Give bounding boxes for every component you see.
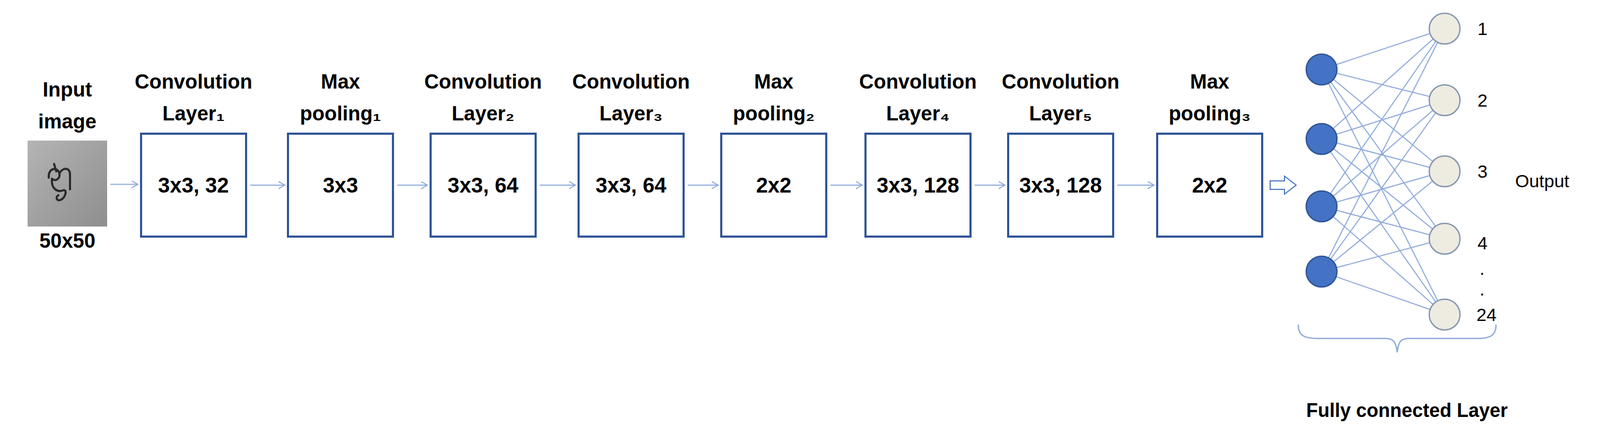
ellipsis-dot: .	[1479, 259, 1485, 278]
flow-arrow	[974, 184, 1005, 186]
layer-frame: 3x3, 128	[1007, 132, 1115, 238]
layer-parameters: 3x3, 128	[876, 172, 960, 198]
network-link	[1321, 69, 1445, 239]
layer-heading: Convolution Layer₂	[424, 65, 542, 130]
handwritten-glyph	[48, 169, 60, 181]
neural-network	[1297, 5, 1517, 430]
layer-box: Convolution Layer₂ 3x3, 64	[424, 65, 542, 238]
output-class-number: 24	[1476, 305, 1497, 324]
network-link	[1321, 100, 1445, 139]
network-link	[1321, 171, 1445, 207]
network-link	[1321, 28, 1445, 70]
network-link	[1321, 28, 1445, 272]
flow-arrow	[397, 184, 428, 186]
layer-heading: Max pooling₃	[1168, 65, 1252, 130]
input-neuron	[1306, 123, 1337, 155]
layer-parameters: 2x2	[756, 172, 792, 198]
layer-heading: Convolution Layer₅	[1001, 65, 1120, 130]
layer-frame: 3x3, 64	[429, 132, 537, 238]
layer-heading: Convolution Layer₁	[134, 65, 253, 130]
layer-parameters: 3x3	[322, 172, 359, 198]
layer-parameters: 3x3, 64	[447, 172, 519, 198]
network-link	[1321, 28, 1445, 207]
input-neuron	[1306, 190, 1337, 222]
handwritten-glyph	[51, 178, 66, 201]
label-holder: 4	[1477, 233, 1488, 252]
output-label: Output	[1515, 171, 1570, 190]
block-arrow	[1270, 176, 1297, 195]
fully-connected-layer: Fully connected Layer	[1297, 5, 1517, 430]
layer-heading: Input image	[38, 73, 97, 138]
layer-frame: 3x3, 32	[140, 132, 248, 238]
layer-caption: Fully connected Layer	[1297, 398, 1517, 423]
layer-heading: Max pooling₂	[732, 65, 815, 130]
layer-box: Convolution Layer₅ 3x3, 128	[1001, 65, 1120, 238]
output-neuron	[1429, 84, 1460, 116]
layer-parameters: 2x2	[1192, 172, 1228, 198]
layer-heading: Max pooling₁	[300, 65, 382, 130]
output-class-number: 1	[1477, 19, 1488, 38]
flow-arrow	[1117, 184, 1154, 186]
network-link	[1321, 271, 1445, 315]
label-holder: 1	[1477, 19, 1488, 38]
output-neuron	[1429, 155, 1460, 187]
layer-frame: 3x3	[286, 132, 395, 238]
layer-box: Max pooling₁ 3x3	[286, 65, 395, 238]
layer-frame: 2x2	[720, 132, 828, 238]
network-link	[1321, 138, 1445, 172]
flow-arrow	[250, 184, 285, 186]
image-size: 50x50	[39, 228, 96, 253]
image-ground	[27, 140, 108, 227]
network-link	[1321, 100, 1445, 207]
ellipsis-dot: .	[1479, 280, 1485, 299]
layer-box: Convolution Layer₄ 3x3, 128	[859, 65, 977, 238]
label-holder: 24	[1476, 305, 1497, 324]
layer-parameters: 3x3, 64	[595, 172, 667, 198]
label-holder: .	[1479, 259, 1485, 278]
layer-parameters: 3x3, 32	[158, 172, 229, 198]
output-class-number: 4	[1477, 233, 1488, 252]
flow-arrow	[830, 184, 863, 186]
label-holder: 3	[1477, 162, 1488, 181]
layer-box: Max pooling₂ 2x2	[720, 65, 828, 238]
handwritten-glyph	[54, 163, 57, 172]
layer-frame: 3x3, 64	[577, 132, 685, 238]
layer-frame: 3x3, 128	[864, 132, 972, 238]
output-neuron	[1429, 299, 1460, 330]
layer-frame: 2x2	[1156, 132, 1264, 238]
curly-bracket	[1298, 324, 1497, 353]
handwritten-glyph	[59, 168, 71, 190]
layer-heading: Convolution Layer₄	[859, 65, 977, 130]
layer-parameters: 3x3, 128	[1019, 172, 1103, 198]
network-link	[1321, 69, 1445, 315]
output-neuron	[1429, 13, 1460, 45]
input-image: Input image 50x50	[27, 73, 108, 253]
flow-arrow	[539, 184, 576, 186]
network-link	[1321, 100, 1445, 272]
network-link	[1321, 28, 1445, 139]
network-link	[1321, 69, 1445, 172]
input-neuron	[1306, 54, 1337, 85]
network-link	[1321, 138, 1445, 315]
image-frame	[27, 140, 108, 227]
label-holder: Output	[1515, 171, 1570, 190]
network-link	[1321, 238, 1445, 272]
flow-arrow	[687, 184, 719, 186]
network-link	[1321, 206, 1445, 315]
output-class-number: 2	[1477, 91, 1488, 110]
flow-arrow	[110, 184, 138, 186]
label-holder: .	[1479, 280, 1485, 299]
layer-box: Max pooling₃ 2x2	[1156, 65, 1264, 238]
output-neuron	[1429, 223, 1460, 255]
network-link	[1321, 171, 1445, 272]
layer-box: Convolution Layer₃ 3x3, 64	[572, 65, 690, 238]
character-image	[27, 140, 108, 227]
input-neuron	[1306, 256, 1337, 287]
layer-heading: Convolution Layer₃	[572, 65, 690, 130]
output-class-number: 3	[1477, 162, 1488, 181]
label-holder: 2	[1477, 91, 1488, 110]
layer-box: Convolution Layer₁ 3x3, 32	[134, 65, 253, 238]
